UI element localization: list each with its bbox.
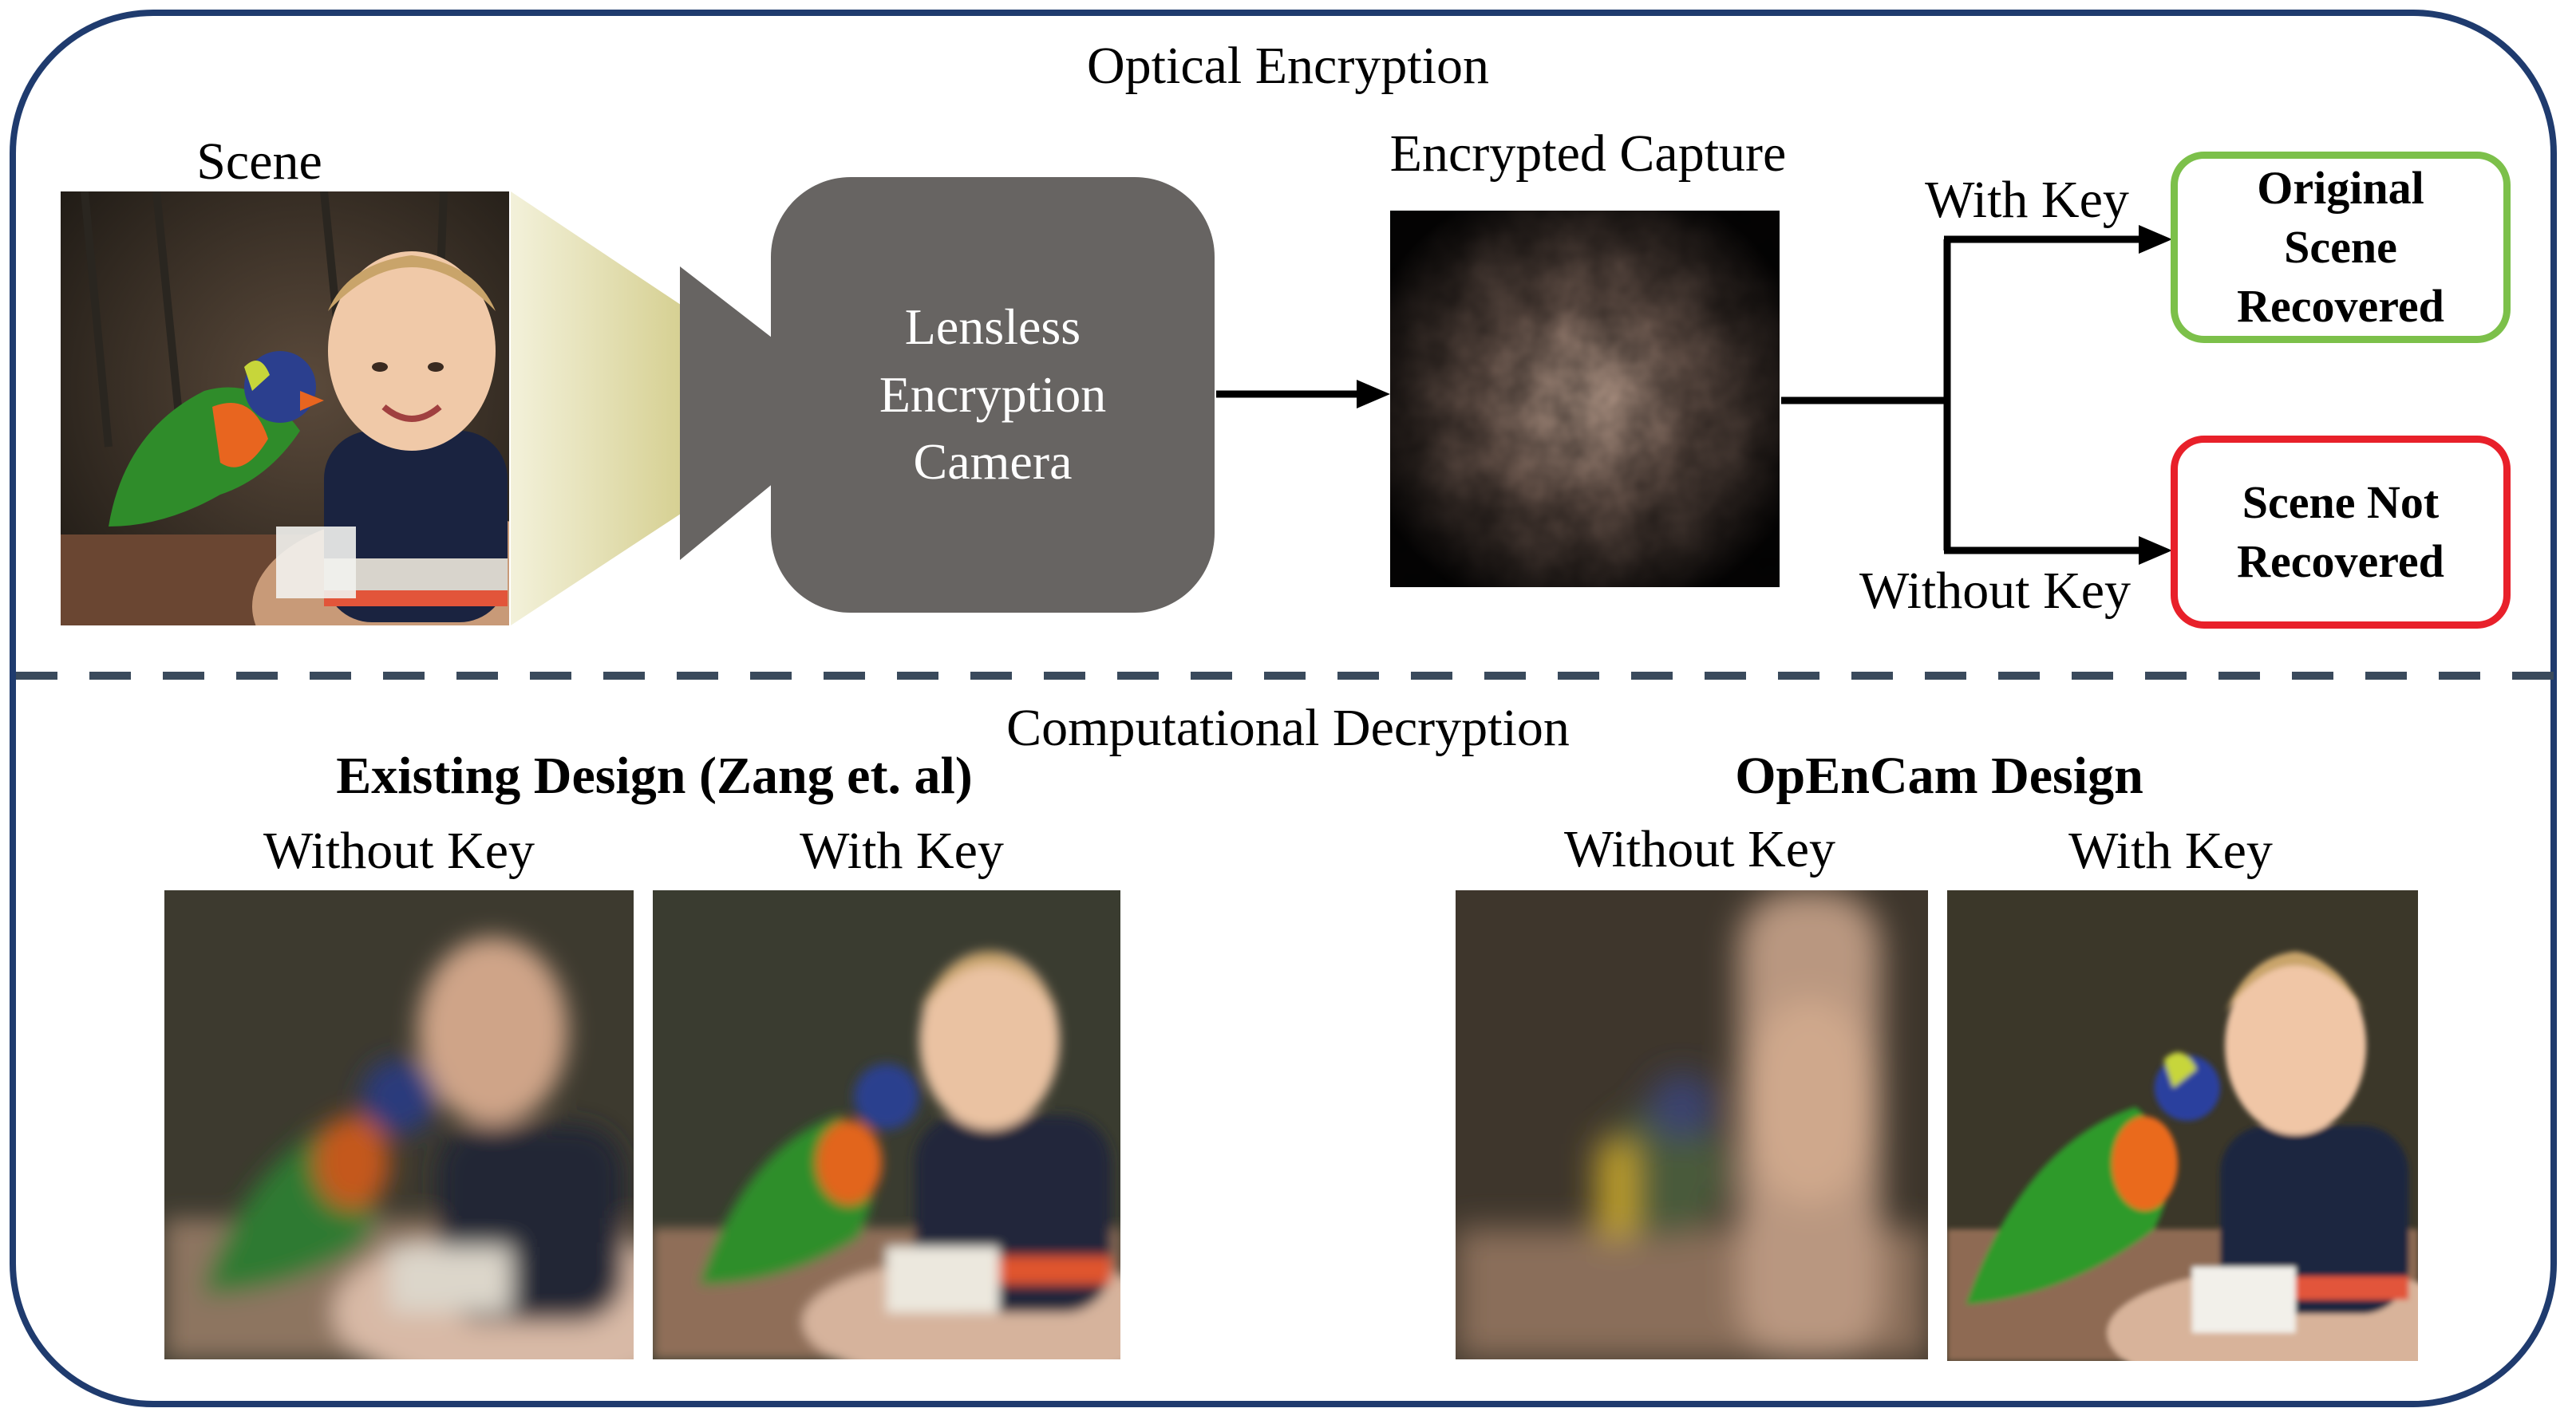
camera-aperture: [680, 266, 779, 560]
camera-label-line: Camera: [913, 433, 1073, 491]
opencam-with-key-image: [1947, 890, 2418, 1361]
encrypted-capture-label: Encrypted Capture: [1389, 124, 1787, 183]
figure-frame: [10, 10, 2557, 1407]
encrypted-capture-image: [1390, 211, 1780, 587]
recovered-line: Original: [2257, 161, 2424, 214]
existing-without-key-image: [164, 890, 634, 1359]
existing-with-key-label: With Key: [800, 822, 1004, 880]
opencam-without-key-image: [1456, 890, 1928, 1359]
scene-image: [61, 191, 509, 625]
scene-not-recovered-box: Scene Not Recovered: [2171, 436, 2511, 629]
existing-with-key-image: [653, 890, 1120, 1359]
existing-without-key-label: Without Key: [263, 822, 535, 880]
scene-label: Scene: [196, 132, 322, 191]
light-cone: [511, 191, 683, 625]
recovered-line: Scene: [2284, 220, 2397, 273]
without-key-label: Without Key: [1859, 562, 2132, 620]
opencam-with-key-label: With Key: [2068, 822, 2273, 880]
optical-encryption-title: Optical Encryption: [1086, 37, 1490, 95]
recovered-line: Recovered: [2237, 280, 2444, 333]
opencam-without-key-label: Without Key: [1563, 820, 1836, 878]
computational-decryption-title: Computational Decryption: [1006, 699, 1570, 757]
existing-design-heading: Existing Design (Zang et. al): [336, 747, 973, 805]
lensless-encryption-camera: Lensless Encryption Camera: [771, 177, 1215, 613]
camera-label-line: Lensless: [904, 298, 1081, 356]
not-recovered-line: Recovered: [2237, 535, 2444, 587]
not-recovered-line: Scene Not: [2242, 475, 2440, 528]
with-key-label: With Key: [1925, 171, 2129, 229]
scene-recovered-box: Original Scene Recovered: [2171, 152, 2511, 343]
section-divider: [16, 672, 2560, 680]
camera-label-line: Encryption: [879, 365, 1107, 423]
opencam-design-heading: OpEnCam Design: [1735, 747, 2143, 805]
